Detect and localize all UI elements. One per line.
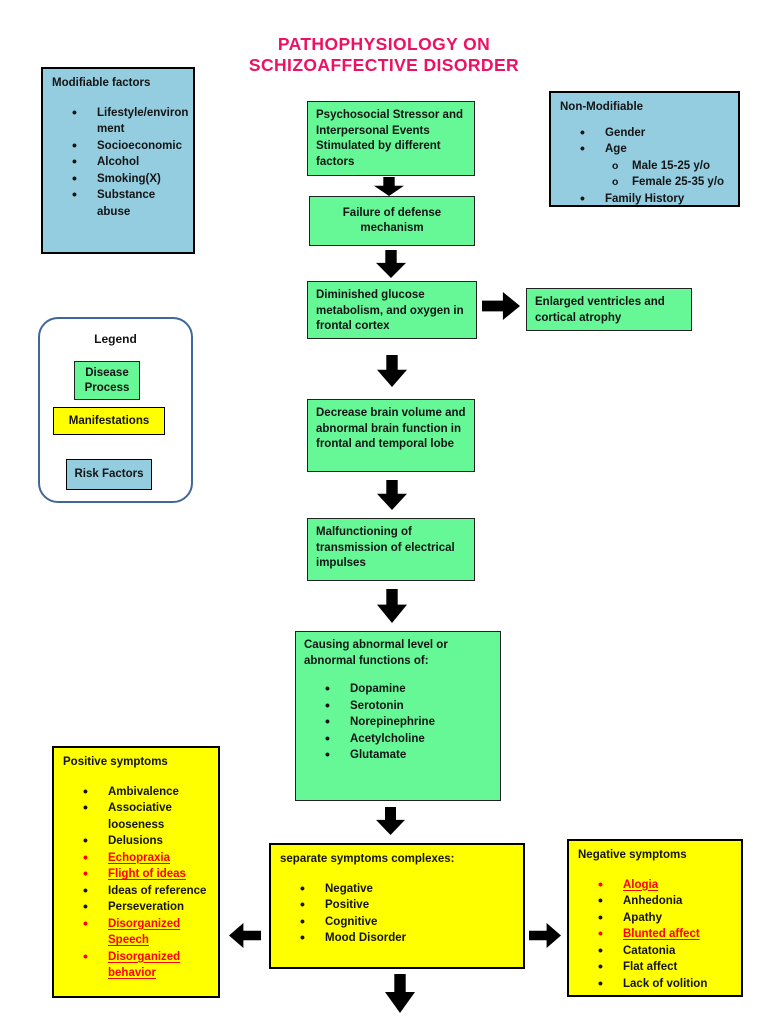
list-item: Cognitive (271, 913, 523, 931)
legend-disease-process-swatch: Disease Process (74, 361, 140, 400)
positive-symptoms-list: AmbivalenceAssociative loosenessDelusion… (54, 783, 218, 982)
symptom-complexes-box: separate symptoms complexes: NegativePos… (269, 843, 525, 969)
arrow-down-icon (376, 807, 405, 835)
list-item: Lack of volition (569, 975, 741, 993)
negative-symptoms-title: Negative symptoms (578, 849, 687, 861)
modifiable-factors-list: Lifestyle/environmentSocioeconomicAlcoho… (43, 104, 193, 221)
list-item: Substance abuse (43, 186, 193, 220)
flow-box-failure-defense: Failure of defense mechanism (309, 196, 475, 246)
arrow-right-icon (529, 923, 561, 948)
modifiable-factors-box: Modifiable factors Lifestyle/environment… (41, 67, 195, 254)
list-item: Perseveration (54, 898, 218, 916)
list-item: Apathy (569, 909, 741, 927)
negative-symptoms-list: AlogiaAnhedoniaApathyBlunted affectCatat… (569, 876, 741, 993)
list-item: Smoking(X) (43, 170, 193, 188)
list-item: Catatonia (569, 942, 741, 960)
list-item: Ideas of reference (54, 882, 218, 900)
positive-symptoms-box: Positive symptoms AmbivalenceAssociative… (52, 746, 220, 998)
list-item: Flat affect (569, 958, 741, 976)
positive-symptoms-title: Positive symptoms (63, 756, 168, 768)
list-item: Gender (551, 124, 738, 142)
page-title-line1: PATHOPHYSIOLOGY ON (277, 34, 491, 54)
list-item: Age (551, 140, 738, 158)
list-item: Glutamate (296, 746, 500, 764)
list-item: Family History (551, 190, 738, 208)
arrow-down-icon (377, 480, 407, 510)
list-item: Male 15-25 y/o (551, 158, 738, 175)
list-item: Ambivalence (54, 783, 218, 801)
arrow-down-icon (374, 177, 404, 196)
list-item: Alcohol (43, 153, 193, 171)
symptom-complexes-title: separate symptoms complexes: (280, 853, 455, 865)
arrow-down-icon (377, 355, 407, 387)
legend-manifestations-swatch: Manifestations (53, 407, 165, 435)
list-item: Dopamine (296, 680, 500, 698)
list-item: Flight of ideas (54, 865, 218, 883)
arrow-right-icon (482, 292, 520, 320)
list-item: Negative (271, 880, 523, 898)
arrow-down-icon (377, 589, 407, 623)
list-item: Mood Disorder (271, 929, 523, 947)
legend-box: Legend Disease Process Manifestations Ri… (38, 317, 193, 503)
list-item: Disorganized Speech (54, 915, 218, 949)
arrow-left-icon (229, 923, 261, 948)
negative-symptoms-box: Negative symptoms AlogiaAnhedoniaApathyB… (567, 839, 743, 997)
list-item: Socioeconomic (43, 137, 193, 155)
page-title-line2: SCHIZOAFFECTIVE DISORDER (248, 55, 520, 75)
list-item: Associative looseness (54, 799, 218, 833)
list-item: Serotonin (296, 697, 500, 715)
flow-box-psychosocial-stressor: Psychosocial Stressor and Interpersonal … (307, 101, 475, 176)
page-title: PATHOPHYSIOLOGY ON SCHIZOAFFECTIVE DISOR… (0, 34, 768, 76)
arrow-down-icon (376, 250, 406, 278)
flow-box-diminished-glucose: Diminished glucose metabolism, and oxyge… (307, 281, 477, 339)
list-item: Female 25-35 y/o (551, 174, 738, 191)
flow-box-malfunctioning-impulses: Malfunctioning of transmission of electr… (307, 518, 475, 581)
list-item: Blunted affect (569, 925, 741, 943)
neurotransmitters-title: Causing abnormal level or abnormal funct… (304, 639, 448, 667)
non-modifiable-factors-box: Non-Modifiable GenderAgeMale 15-25 y/oFe… (549, 91, 740, 207)
neurotransmitters-list: DopamineSerotoninNorepinephrineAcetylcho… (296, 680, 500, 764)
symptom-complexes-list: NegativePositiveCognitiveMood Disorder (271, 880, 523, 947)
list-item: Alogia (569, 876, 741, 894)
list-item: Disorganized behavior (54, 948, 218, 982)
non-modifiable-title: Non-Modifiable (560, 101, 644, 113)
list-item: Delusions (54, 832, 218, 850)
list-item: Echopraxia (54, 849, 218, 867)
list-item: Lifestyle/environment (43, 104, 193, 138)
flow-box-neurotransmitters: Causing abnormal level or abnormal funct… (295, 631, 501, 801)
legend-title: Legend (94, 332, 137, 346)
flow-box-decrease-brain-volume: Decrease brain volume and abnormal brain… (307, 399, 475, 472)
list-item: Anhedonia (569, 892, 741, 910)
list-item: Norepinephrine (296, 713, 500, 731)
arrow-down-icon (385, 974, 415, 1013)
list-item: Positive (271, 896, 523, 914)
legend-risk-factors-swatch: Risk Factors (66, 459, 152, 490)
flow-box-enlarged-ventricles: Enlarged ventricles and cortical atrophy (526, 288, 692, 331)
list-item: Acetylcholine (296, 730, 500, 748)
modifiable-factors-title: Modifiable factors (52, 77, 151, 89)
